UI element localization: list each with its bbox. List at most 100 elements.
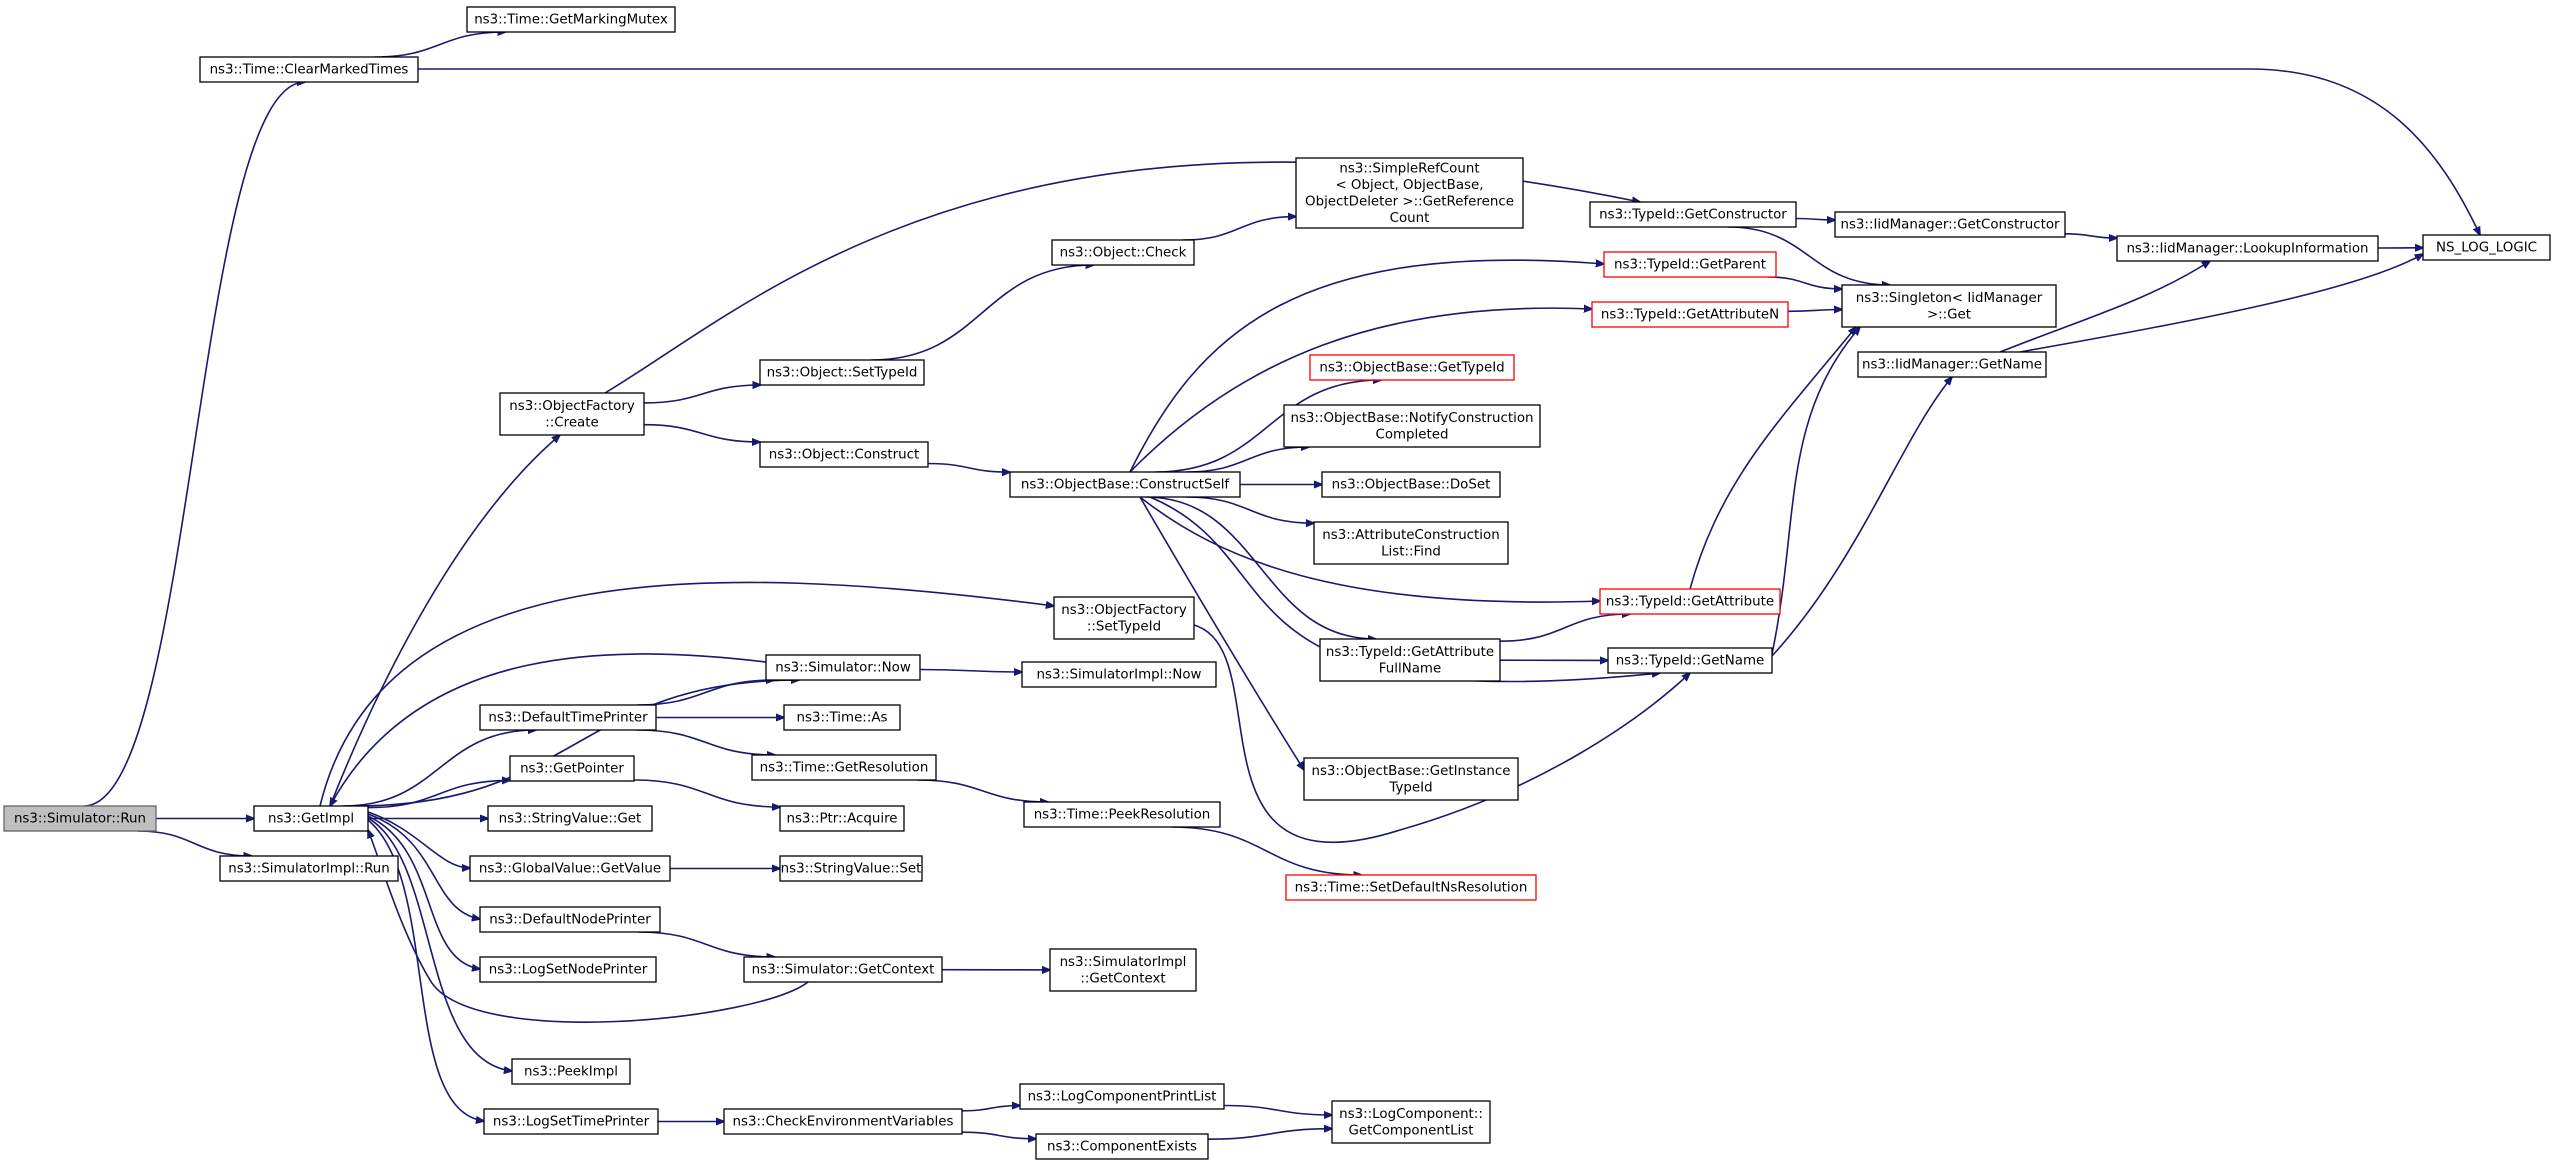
node-label: ns3::ObjectBase::GetTypeId — [1319, 361, 1504, 376]
edge-get-impl-to-logsettimeprinter — [367, 819, 484, 1121]
edge-typeid-getattributen-to-singleton-get — [1787, 310, 1842, 312]
edge-get-impl-to-getpointer — [367, 780, 510, 809]
node-simulator-getcontext[interactable]: ns3::Simulator::GetContext — [743, 956, 943, 983]
node-typeid-getconstructor[interactable]: ns3::TypeId::GetConstructor — [1589, 201, 1797, 228]
node-typeid-getname[interactable]: ns3::TypeId::GetName — [1607, 647, 1773, 674]
node-label: ns3::DefaultTimePrinter — [488, 711, 648, 726]
node-box — [783, 704, 901, 731]
edge-objectbase-constructself-to-attributeconstructionlist-find — [1186, 496, 1314, 523]
node-iidmanager-getconstructor[interactable]: ns3::IidManager::GetConstructor — [1834, 211, 2066, 238]
node-label: ns3::TypeId::GetParent — [1614, 258, 1766, 273]
node-box — [1295, 157, 1524, 229]
node-box — [1589, 201, 1797, 228]
node-stringvalue-get[interactable]: ns3::StringValue::Get — [487, 805, 653, 832]
edge-get-impl-to-globalvalue-getvalue — [367, 811, 470, 868]
node-typeid-getparent[interactable]: ns3::TypeId::GetParent — [1603, 251, 1777, 278]
node-box — [1021, 661, 1217, 688]
node-logsetnodeprinter[interactable]: ns3::LogSetNodePrinter — [479, 956, 657, 983]
node-box — [253, 805, 369, 832]
node-simplerefcount[interactable]: ns3::SimpleRefCount< Object, ObjectBase,… — [1295, 157, 1524, 229]
edge-defaulttimeprinter-to-time-getresolution — [636, 729, 775, 755]
node-clear-marked-times[interactable]: ns3::Time::ClearMarkedTimes — [199, 56, 419, 83]
node-singleton-get[interactable]: ns3::Singleton< IidManager>::Get — [1841, 284, 2057, 328]
node-label: ::Create — [545, 415, 599, 430]
node-label: ns3::ObjectFactory — [509, 399, 635, 414]
node-label: ns3::Simulator::Run — [14, 812, 146, 827]
edge-typeid-getattributefullname-to-typeid-getattribute — [1499, 614, 1630, 642]
node-box — [1599, 588, 1781, 615]
node-logsettimeprinter[interactable]: ns3::LogSetTimePrinter — [483, 1108, 659, 1135]
edge-typeid-getconstructor-to-singleton-get — [1727, 226, 1890, 285]
node-simulator-run[interactable]: ns3::Simulator::Run — [3, 805, 157, 832]
node-label: ns3::DefaultNodePrinter — [489, 913, 651, 928]
node-time-peekresolution[interactable]: ns3::Time::PeekResolution — [1023, 801, 1221, 828]
node-label: FullName — [1379, 661, 1441, 676]
edge-get-impl-to-defaultnodeprinter — [367, 813, 480, 919]
node-globalvalue-getvalue[interactable]: ns3::GlobalValue::GetValue — [469, 855, 671, 882]
node-ns-log-logic[interactable]: NS_LOG_LOGIC — [2422, 234, 2551, 261]
node-objectfactory-settypeid[interactable]: ns3::ObjectFactory::SetTypeId — [1053, 596, 1195, 640]
node-objectbase-notifyconstruction[interactable]: ns3::ObjectBase::NotifyConstructionCompl… — [1283, 404, 1541, 448]
node-objectbase-constructself[interactable]: ns3::ObjectBase::ConstructSelf — [1009, 471, 1241, 498]
node-box — [3, 805, 157, 832]
edge-simulator-run-to-clear-marked-times — [83, 82, 305, 807]
node-object-construct[interactable]: ns3::Object::Construct — [759, 441, 929, 468]
node-time-setdefaultnsresolution[interactable]: ns3::Time::SetDefaultNsResolution — [1285, 874, 1537, 901]
node-checkenvironmentvariables[interactable]: ns3::CheckEnvironmentVariables — [723, 1108, 963, 1135]
node-get-impl[interactable]: ns3::GetImpl — [253, 805, 369, 832]
node-label: ns3::SimpleRefCount — [1339, 161, 1479, 176]
node-objectfactory-create[interactable]: ns3::ObjectFactory::Create — [499, 392, 645, 436]
edge-layer — [83, 32, 2480, 1139]
node-simulator-now[interactable]: ns3::Simulator::Now — [765, 654, 921, 681]
node-peekimpl[interactable]: ns3::PeekImpl — [511, 1058, 631, 1085]
node-componentexists[interactable]: ns3::ComponentExists — [1035, 1133, 1209, 1160]
edge-get-impl-to-peekimpl — [367, 817, 512, 1071]
node-box — [1285, 874, 1537, 901]
node-box — [483, 1108, 659, 1135]
edge-objectfactory-create-to-object-construct — [643, 423, 760, 442]
node-simulatorimpl-getcontext[interactable]: ns3::SimulatorImpl::GetContext — [1049, 948, 1197, 992]
edge-objectbase-constructself-to-typeid-getattributen — [1129, 308, 1592, 473]
node-ptr-acquire[interactable]: ns3::Ptr::Acquire — [779, 805, 905, 832]
node-time-as[interactable]: ns3::Time::As — [783, 704, 901, 731]
node-typeid-getattribute[interactable]: ns3::TypeId::GetAttribute — [1599, 588, 1781, 615]
node-box — [1053, 596, 1195, 640]
node-simulatorimpl-run[interactable]: ns3::SimulatorImpl::Run — [219, 855, 399, 882]
edge-iidmanager-getname-to-ns-log-logic — [2019, 254, 2423, 353]
node-objectbase-doset[interactable]: ns3::ObjectBase::DoSet — [1321, 471, 1501, 498]
node-box — [1313, 521, 1509, 565]
node-label: TypeId — [1388, 780, 1432, 795]
node-box — [1319, 638, 1501, 682]
node-box — [1051, 239, 1195, 266]
node-box — [765, 654, 921, 681]
node-time-getresolution[interactable]: ns3::Time::GetResolution — [751, 754, 937, 781]
node-get-marking-mutex[interactable]: ns3::Time::GetMarkingMutex — [466, 6, 676, 33]
node-box — [1309, 354, 1515, 381]
node-label: < Object, ObjectBase, — [1335, 178, 1483, 193]
node-simulatorimpl-now[interactable]: ns3::SimulatorImpl::Now — [1021, 661, 1217, 688]
node-typeid-getattributen[interactable]: ns3::TypeId::GetAttributeN — [1591, 301, 1789, 328]
node-label: ns3::GlobalValue::GetValue — [479, 862, 661, 877]
edge-typeid-getconstructor-to-iidmanager-getconstructor — [1795, 219, 1835, 221]
node-objectbase-gettypeid[interactable]: ns3::ObjectBase::GetTypeId — [1309, 354, 1515, 381]
node-object-check[interactable]: ns3::Object::Check — [1051, 239, 1195, 266]
node-iidmanager-getname[interactable]: ns3::IidManager::GetName — [1857, 351, 2047, 378]
node-label: ns3::Time::As — [797, 711, 888, 726]
edge-iidmanager-getname-to-iidmanager-lookupinformation — [1999, 261, 2210, 353]
node-object-settypeid[interactable]: ns3::Object::SetTypeId — [759, 359, 925, 386]
node-stringvalue-set[interactable]: ns3::StringValue::Set — [779, 855, 923, 882]
node-iidmanager-lookupinformation[interactable]: ns3::IidManager::LookupInformation — [2116, 235, 2379, 262]
node-logcomponent-getcomponentlist[interactable]: ns3::LogComponent::GetComponentList — [1331, 1100, 1491, 1144]
node-defaulttimeprinter[interactable]: ns3::DefaultTimePrinter — [479, 704, 657, 731]
node-getpointer[interactable]: ns3::GetPointer — [509, 755, 635, 782]
node-logcomponentprintlist[interactable]: ns3::LogComponentPrintList — [1019, 1083, 1225, 1110]
edge-typeid-getname-to-iidmanager-getname — [1771, 377, 1952, 657]
edge-object-construct-to-objectbase-constructself — [927, 462, 1010, 473]
node-defaultnodeprinter[interactable]: ns3::DefaultNodePrinter — [479, 906, 661, 933]
edge-objectfactory-create-to-object-settypeid — [643, 385, 761, 404]
node-label: ns3::ObjectBase::DoSet — [1332, 478, 1491, 493]
node-label: ns3::StringValue::Set — [781, 862, 922, 877]
